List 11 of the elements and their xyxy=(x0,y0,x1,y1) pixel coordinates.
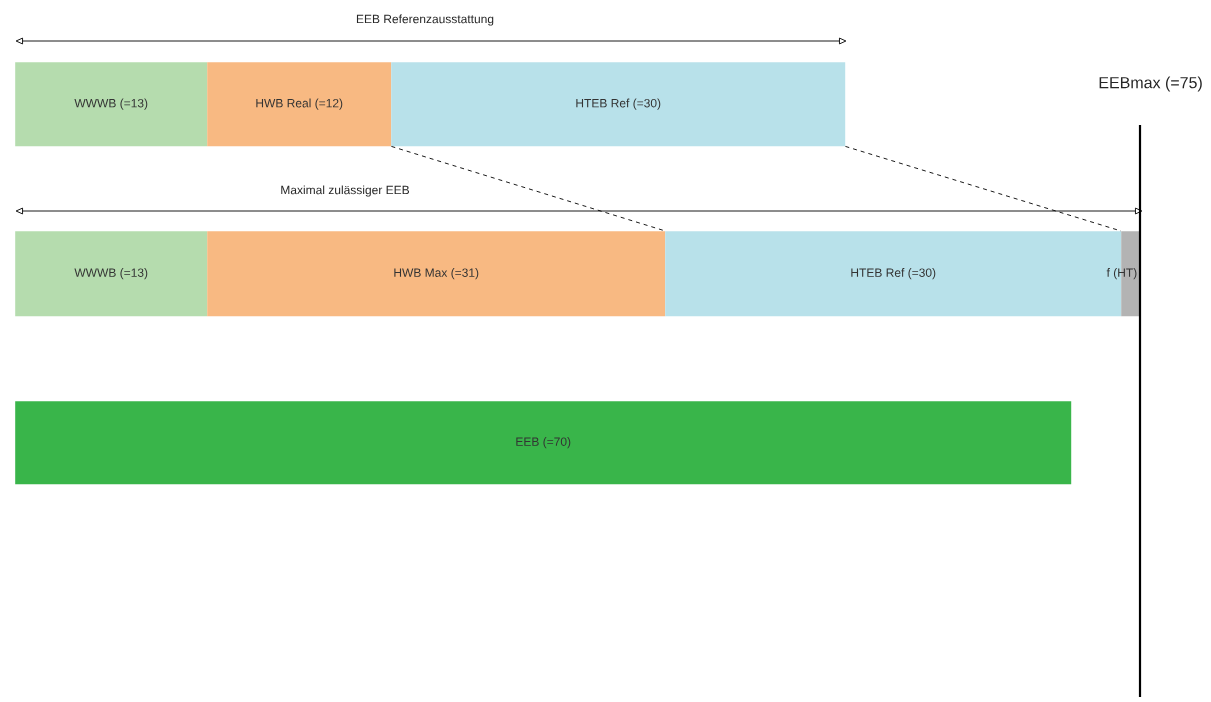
bar-segment: HWB Real (=12) xyxy=(207,62,392,147)
bar-segment: EEB (=70) xyxy=(15,401,1072,485)
bar-segment: HTEB Ref (=30) xyxy=(391,62,846,147)
dimension-label: Maximal zulässiger EEB xyxy=(281,185,410,197)
bar-segment: HWB Max (=31) xyxy=(207,231,666,317)
bar-segment: WWWB (=13) xyxy=(15,62,208,147)
dimension-label: EEB Referenzausstattung xyxy=(356,14,494,26)
dimension-label: EEBmax (=75) xyxy=(1099,76,1202,92)
bar-segment: f (HT) xyxy=(1106,231,1141,317)
connector-line xyxy=(844,145,1122,232)
bar-segment: WWWB (=13) xyxy=(15,231,208,317)
